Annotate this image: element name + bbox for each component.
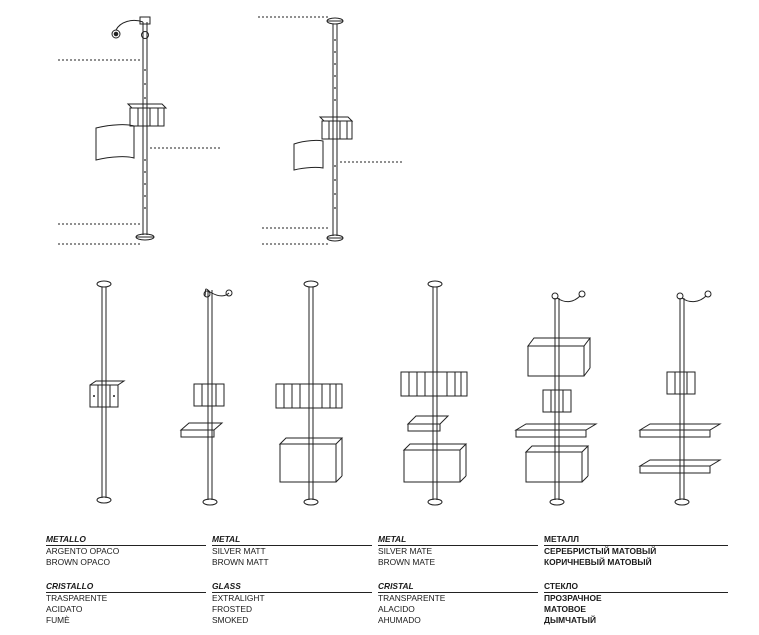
glass-spanish-option: TRANSPARENTE: [378, 593, 446, 603]
product-configuration-drawings: [58, 16, 722, 506]
glass-spanish-title: CRISTAL: [378, 581, 538, 593]
glass-russian-option: ПРОЗРАЧНОЕ: [544, 593, 602, 603]
metal-russian-title: МЕТАЛЛ: [544, 534, 728, 546]
glass-english-option: FROSTED: [212, 604, 253, 614]
glass-italian-option: TRASPARENTE: [46, 593, 108, 603]
configuration-3: [275, 280, 344, 506]
metal-italian-title: METALLO: [46, 534, 206, 546]
metal-english-option: BROWN MATT: [212, 557, 269, 567]
metal-english-title: METAL: [212, 534, 372, 546]
configuration-5: [514, 290, 598, 506]
glass-english-option: EXTRALIGHT: [212, 593, 265, 603]
metal-spanish-title: METAL: [378, 534, 538, 546]
metal-russian-option: СЕРЕБРИСТЫЙ МАТОВЫЙ: [544, 546, 657, 556]
metal-italian-option: BROWN OPACO: [46, 557, 111, 567]
metal-english-option: SILVER MATT: [212, 546, 266, 556]
metal-spanish-column: METAL SILVER MATE BROWN MATE: [378, 534, 538, 568]
glass-spanish-option: ALACIDO: [378, 604, 415, 614]
glass-russian-option: МАТОВОЕ: [544, 604, 586, 614]
glass-finish-block: CRISTALLO TRASPARENTE ACIDATO FUMÈ GLASS…: [46, 581, 728, 626]
glass-english-column: GLASS EXTRALIGHT FROSTED SMOKED: [212, 581, 372, 626]
glass-english-option: SMOKED: [212, 615, 249, 625]
dimension-drawing-lamp-pole: [58, 16, 222, 245]
material-spec-table: METALLO ARGENTO OPACO BROWN OPACO METAL …: [46, 534, 728, 628]
glass-russian-title: СТЕКЛО: [544, 581, 728, 593]
glass-italian-title: CRISTALLO: [46, 581, 206, 593]
glass-italian-option: FUMÈ: [46, 615, 70, 625]
metal-finish-block: METALLO ARGENTO OPACO BROWN OPACO METAL …: [46, 534, 728, 577]
glass-italian-column: CRISTALLO TRASPARENTE ACIDATO FUMÈ: [46, 581, 206, 626]
metal-italian-column: METALLO ARGENTO OPACO BROWN OPACO: [46, 534, 206, 568]
metal-english-column: METAL SILVER MATT BROWN MATT: [212, 534, 372, 568]
metal-russian-option: КОРИЧНЕВЫЙ МАТОВЫЙ: [544, 557, 652, 567]
glass-russian-column: СТЕКЛО ПРОЗРАЧНОЕ МАТОВОЕ ДЫМЧАТЫЙ: [544, 581, 728, 626]
metal-spanish-option: BROWN MATE: [378, 557, 436, 567]
glass-russian-option: ДЫМЧАТЫЙ: [544, 615, 596, 625]
configuration-6: [638, 290, 722, 506]
metal-italian-option: ARGENTO OPACO: [46, 546, 120, 556]
glass-english-title: GLASS: [212, 581, 372, 593]
metal-spanish-option: SILVER MATE: [378, 546, 433, 556]
configuration-2: [179, 288, 233, 506]
configuration-1: [89, 280, 126, 504]
glass-spanish-option: AHUMADO: [378, 615, 421, 625]
configuration-4: [400, 280, 468, 506]
dimension-drawing-pole: [258, 16, 402, 245]
metal-russian-column: МЕТАЛЛ СЕРЕБРИСТЫЙ МАТОВЫЙ КОРИЧНЕВЫЙ МА…: [544, 534, 728, 568]
glass-italian-option: ACIDATO: [46, 604, 83, 614]
glass-spanish-column: CRISTAL TRANSPARENTE ALACIDO AHUMADO: [378, 581, 538, 626]
